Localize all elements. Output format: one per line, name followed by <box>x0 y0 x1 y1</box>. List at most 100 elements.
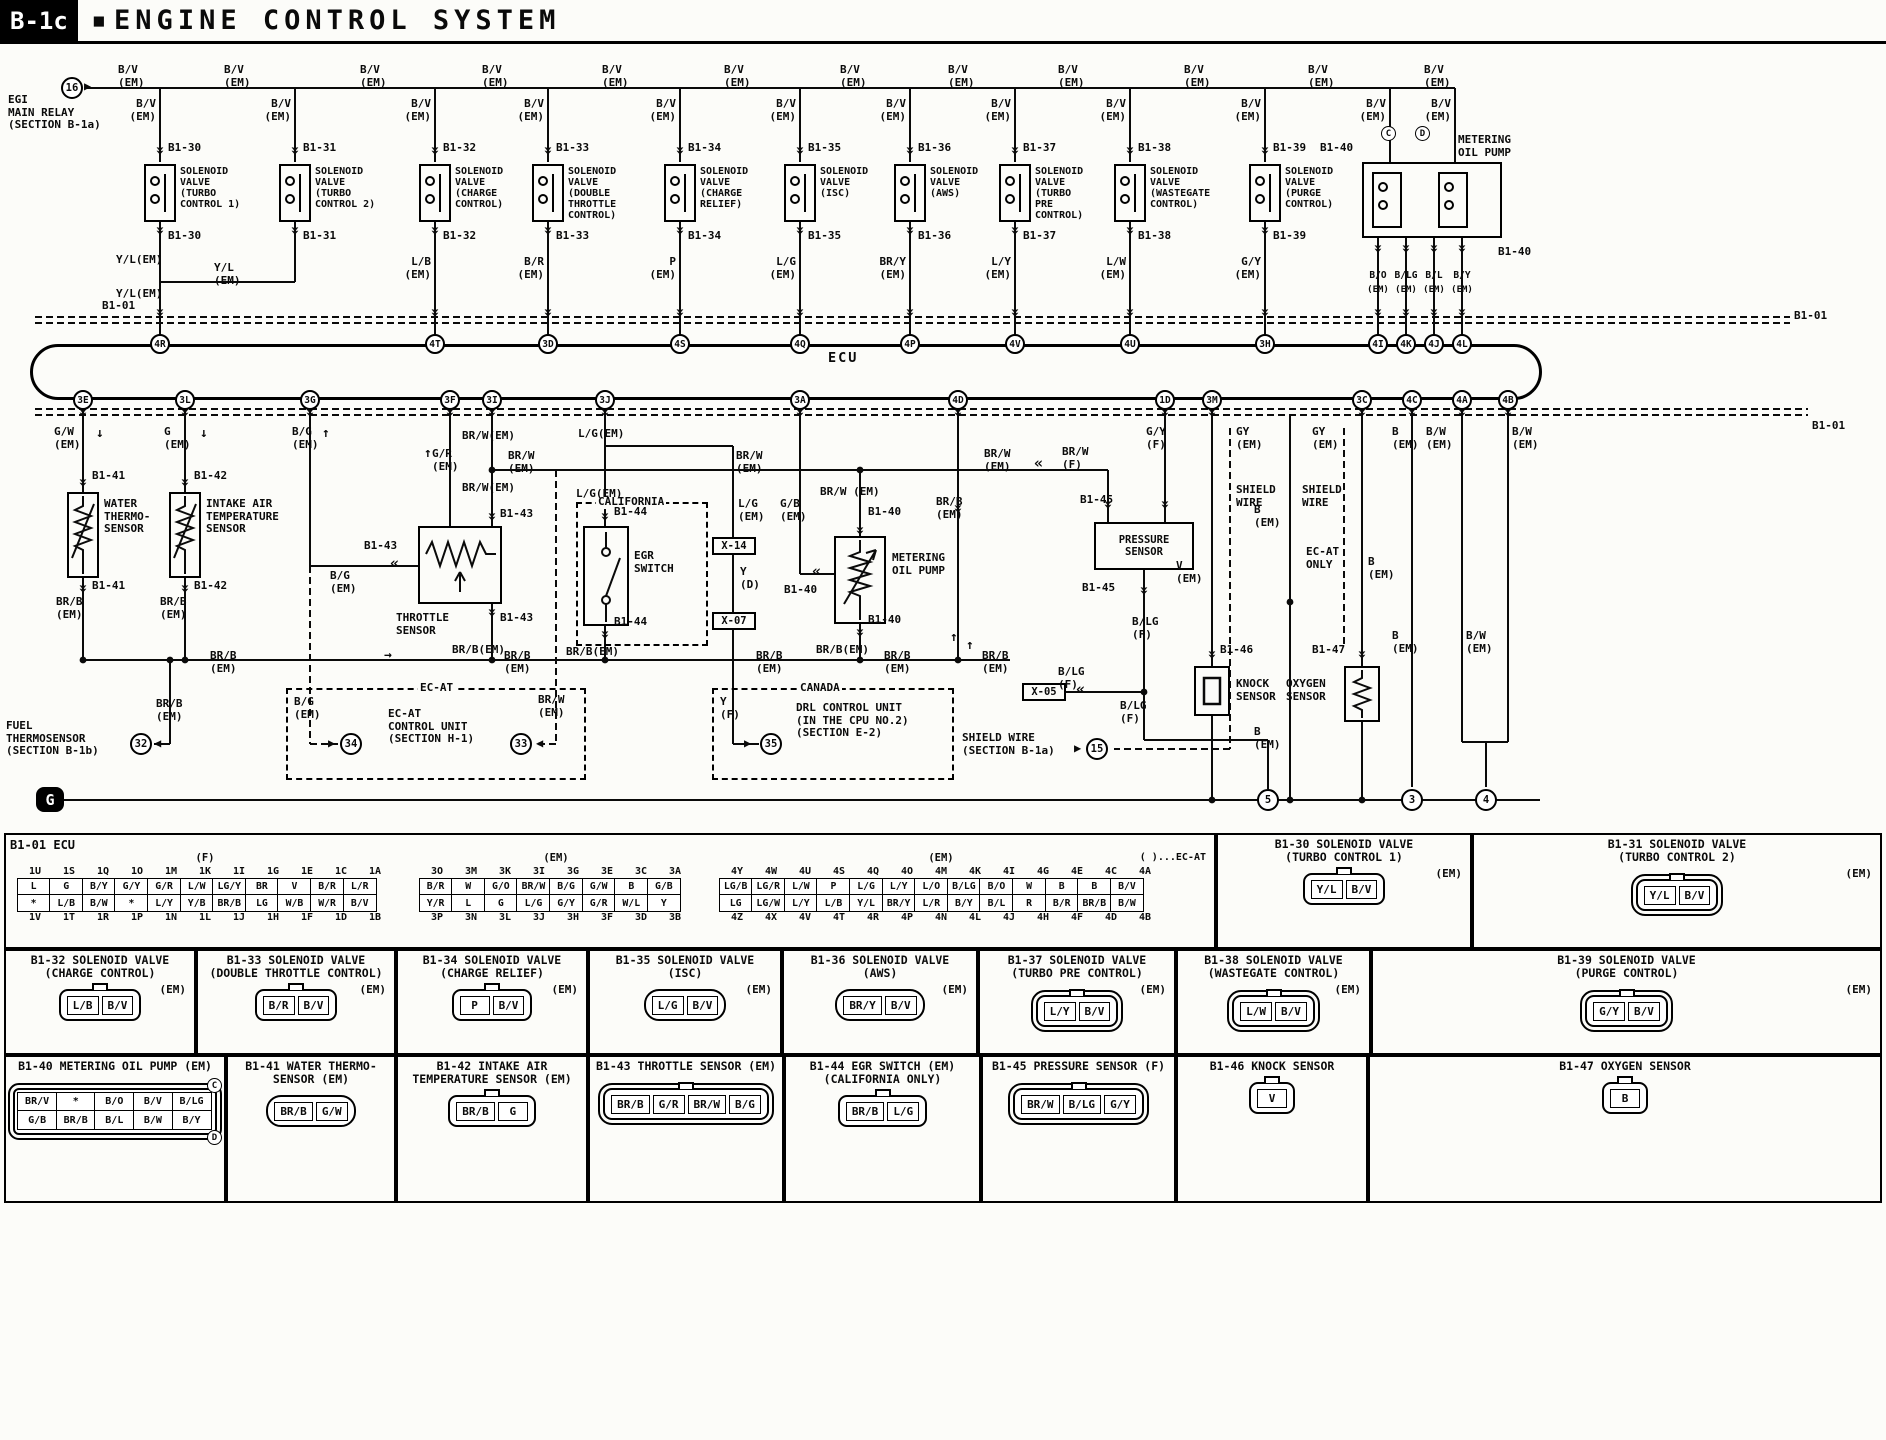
pin-cell: B/O <box>979 877 1014 896</box>
card-title: B1-39 SOLENOID VALVE (PURGE CONTROL) <box>1557 953 1696 980</box>
inline-connector-chevron: » <box>1099 499 1118 510</box>
connector-id: B1-32 <box>443 141 477 154</box>
pin-number: 1D <box>334 912 348 924</box>
inline-connector-chevron: » <box>151 145 170 156</box>
inline-connector-chevron: » <box>1121 145 1140 156</box>
pin-cell: G/R <box>147 877 182 896</box>
connector-card-B1-37: B1-37 SOLENOID VALVE (TURBO PRE CONTROL)… <box>978 949 1176 1055</box>
card-title: B1-31 SOLENOID VALVE (TURBO CONTROL 2) <box>1607 837 1747 864</box>
pin-number: 4R <box>866 912 880 924</box>
wire-junction <box>856 656 864 664</box>
wire-label: Y (D) <box>740 565 760 591</box>
pin-cell: L/B <box>49 894 84 913</box>
pin-cell: B/LG <box>171 1091 212 1112</box>
pin-cell: B/G <box>729 1095 761 1114</box>
bus-drop-label: B/V (EM) <box>984 97 1012 123</box>
reference-connector-3: 3 <box>1401 789 1423 811</box>
ecu-pin-4R: 4R <box>150 334 170 354</box>
wire-label: G/W (EM) <box>54 425 81 451</box>
pin-cell: B/W <box>81 894 116 913</box>
card-title: B1-43 THROTTLE SENSOR (EM) <box>595 1059 776 1073</box>
wire-label: ▶ <box>328 736 336 750</box>
inline-connector-chevron: » <box>671 145 690 156</box>
wire-label: L/G(EM) <box>578 427 625 440</box>
pin-cell: B/V <box>132 1091 173 1112</box>
pin-cell: G/R <box>581 894 616 913</box>
connector-drawing: V <box>1182 1076 1362 1114</box>
ecu-pin-4S: 4S <box>670 334 690 354</box>
solenoid-name: SOLENOID VALVE (AWS) <box>930 166 979 199</box>
ground-symbol: G <box>36 787 64 812</box>
inline-connector-chevron: » <box>539 145 558 156</box>
pin-cell: B/LG <box>1062 1095 1102 1114</box>
coil-icon <box>538 176 548 186</box>
pump-pin-loc: (EM) <box>1367 285 1389 295</box>
solenoid-name: SOLENOID VALVE (CHARGE CONTROL) <box>455 166 504 210</box>
wire-label: FUEL THERMOSENSOR (SECTION B-1b) <box>6 719 99 757</box>
wire-junction <box>488 656 496 664</box>
wire-color-label: L/B (EM) <box>404 255 432 281</box>
connector-tab <box>484 983 500 990</box>
ecu-pin-3G: 3G <box>300 390 320 410</box>
coil-icon <box>150 194 160 204</box>
pin-number: 1M <box>164 866 178 877</box>
wire-label: BR/B (EM) <box>982 649 1009 675</box>
pin-cell: L <box>451 894 486 913</box>
intake-air-temp-sensor-title: INTAKE AIR TEMPERATURE SENSOR <box>206 497 279 535</box>
card-title: B1-38 SOLENOID VALVE (WASTEGATE CONTROL) <box>1204 953 1343 980</box>
valve-body <box>439 174 441 212</box>
inline-connector-chevron: » <box>1397 307 1416 318</box>
inline-connector-chevron: » <box>1453 243 1472 254</box>
canada-group-label: DRL CONTROL UNIT (IN THE CPU NO.2) (SECT… <box>796 701 909 739</box>
pin-number: 4I <box>1002 866 1016 877</box>
pin-number: 4A <box>1138 866 1152 877</box>
pin-cell: BR/W <box>516 877 551 896</box>
connector-id: B1-39 <box>1273 141 1307 154</box>
reference-connector-4: 4 <box>1475 789 1497 811</box>
wire-label: B (EM) <box>1392 425 1419 451</box>
pin-cell: B/V <box>1345 880 1378 899</box>
pin-cell: B/V <box>492 996 525 1015</box>
pin-cell: BR/Y <box>843 996 882 1015</box>
pin-cell: L/Y <box>783 894 818 913</box>
ecu-pin-4C: 4C <box>1402 390 1422 410</box>
pin-cell: B/V <box>101 996 134 1015</box>
pin-number: 3H <box>566 912 580 924</box>
wire-label: B1-41 <box>92 469 126 482</box>
valve-body <box>164 174 166 212</box>
connector-id: B1-34 <box>688 229 722 242</box>
pin-cell: G/Y <box>114 877 149 896</box>
pin-cell: L/O <box>914 877 949 896</box>
pin-number: 1E <box>300 866 314 877</box>
inline-connector-chevron: » <box>1006 307 1025 318</box>
wire-label: G/R (EM) <box>432 447 459 473</box>
inline-connector-chevron: » <box>539 225 558 236</box>
metering-oil-pump-box <box>834 536 886 624</box>
wire-label: B1-47 <box>1312 643 1346 656</box>
connector-id: B1-34 <box>688 141 722 154</box>
ecu-pin-3C: 3C <box>1352 390 1372 410</box>
wire-junction <box>1286 796 1294 804</box>
x-07-connector-box: X-07 <box>712 612 756 630</box>
wire-label: BR/B (EM) <box>56 595 83 621</box>
pressure-sensor-box: PRESSURE SENSOR <box>1094 522 1194 570</box>
ecu-pin-3A: 3A <box>790 390 810 410</box>
pin-number: 4N <box>934 912 948 924</box>
pin-number: 4H <box>1036 912 1050 924</box>
pin-number: 3J <box>532 912 546 924</box>
inline-connector-chevron: » <box>901 225 920 236</box>
inline-connector-chevron: » <box>151 225 170 236</box>
wire-label: SHIELD WIRE (SECTION B-1a) <box>962 731 1055 757</box>
inline-connector-chevron: » <box>1156 499 1175 510</box>
pin-number: 4U <box>798 866 812 877</box>
B1-32-valve-box <box>419 164 451 222</box>
B1-38-valve-box <box>1114 164 1146 222</box>
pin-cell: G/W <box>315 1102 348 1121</box>
pin-number: 1U <box>28 866 42 877</box>
oxygen-sensor-title: OXYGEN SENSOR <box>1286 677 1326 703</box>
